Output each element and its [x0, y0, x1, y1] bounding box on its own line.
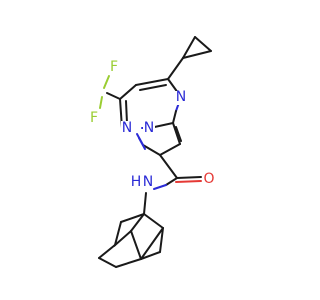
nitrogen-bridge: N: [144, 120, 154, 136]
cyclopropyl-group: [182, 36, 212, 59]
bond-cyclopropyl-ring: [167, 57, 184, 80]
carboxamide-group: [153, 154, 202, 190]
atom-labels: F F N N N O N H: [88, 59, 215, 190]
molecule-canvas: F F N N N O N H: [88, 36, 215, 268]
nitrogen-ring-top: N: [176, 89, 186, 105]
hydrogen-amide: H: [131, 174, 142, 190]
difluoromethyl-group: [99, 75, 121, 109]
nitrogen-pyrazole: N: [122, 120, 132, 136]
molecule-structure: F F N N N O N H: [88, 36, 215, 268]
nitrogen-amide: N: [143, 174, 153, 190]
fluorine-label-left: F: [90, 110, 98, 126]
oxygen-label: O: [203, 171, 214, 187]
adamantyl-group: [98, 192, 164, 268]
fluorine-label-top: F: [110, 59, 118, 75]
